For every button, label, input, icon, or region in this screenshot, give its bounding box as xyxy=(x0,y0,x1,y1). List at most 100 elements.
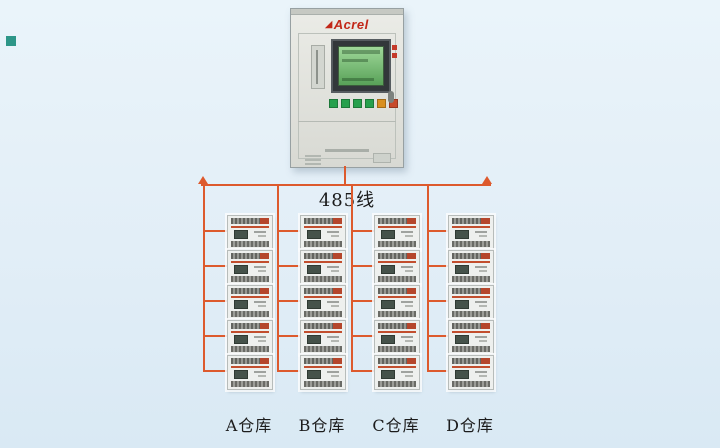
meter-terminals-top xyxy=(231,358,269,364)
bus-stub-line xyxy=(427,230,448,232)
meter-device xyxy=(448,250,494,285)
bus-stub-line xyxy=(277,370,300,372)
meter-device xyxy=(227,320,273,355)
meter-detail-line xyxy=(405,375,413,377)
meter-terminal-red xyxy=(260,288,269,294)
meter-terminal-red xyxy=(407,358,416,364)
meter-terminals-top xyxy=(378,253,416,259)
meter-accent-stripe xyxy=(452,226,490,228)
meter-device xyxy=(227,285,273,320)
meter-detail-line xyxy=(327,371,339,373)
meter-accent-stripe xyxy=(304,331,342,333)
meter-terminal-red xyxy=(481,323,490,329)
meter-terminal-red xyxy=(481,358,490,364)
bus-stub-line xyxy=(351,230,374,232)
bus-arrow-left xyxy=(198,176,208,184)
meter-device xyxy=(374,215,420,250)
meter-detail-line xyxy=(254,301,266,303)
bus-stub-line xyxy=(277,230,300,232)
cabinet-top-trim xyxy=(291,9,403,15)
acrel-logo-icon: ◢ xyxy=(325,19,333,29)
meter-terminals-top xyxy=(378,358,416,364)
meter-accent-stripe xyxy=(231,366,269,368)
warehouse-label-b: B仓库 xyxy=(298,416,346,435)
cabinet-button-light xyxy=(365,99,374,108)
bus-stub-line xyxy=(351,335,374,337)
meter-accent-stripe xyxy=(231,226,269,228)
bus-stub-line xyxy=(351,300,374,302)
meter-terminal-red xyxy=(333,358,342,364)
meter-terminals-bottom xyxy=(452,276,490,282)
meter-terminals-top xyxy=(378,288,416,294)
meter-device xyxy=(374,355,420,390)
meter-terminals-bottom xyxy=(231,241,269,247)
meter-lcd xyxy=(381,370,395,379)
meter-accent-stripe xyxy=(452,366,490,368)
meter-accent-stripe xyxy=(231,296,269,298)
meter-accent-stripe xyxy=(378,331,416,333)
meter-terminals-bottom xyxy=(304,276,342,282)
meter-terminals-top xyxy=(304,323,342,329)
meter-lcd xyxy=(307,265,321,274)
meter-terminals-bottom xyxy=(231,276,269,282)
meter-detail-line xyxy=(401,371,413,373)
meter-terminals-top xyxy=(304,218,342,224)
meter-terminals-top xyxy=(452,358,490,364)
meter-detail-line xyxy=(479,375,487,377)
brand-text: Acrel xyxy=(333,17,369,32)
meter-lcd xyxy=(381,300,395,309)
meter-terminals-top xyxy=(452,218,490,224)
cabinet-button-light xyxy=(329,99,338,108)
meter-terminals-bottom xyxy=(378,381,416,387)
meter-accent-stripe xyxy=(231,331,269,333)
meter-detail-line xyxy=(475,266,487,268)
meter-accent-stripe xyxy=(378,261,416,263)
meter-terminals-bottom xyxy=(378,276,416,282)
bus-stub-line xyxy=(427,370,448,372)
bus-arrow-right xyxy=(482,176,492,184)
bus-label-485: 485线 xyxy=(318,190,376,211)
bus-drop-line xyxy=(427,184,429,372)
meter-accent-stripe xyxy=(378,366,416,368)
bus-stub-line xyxy=(203,230,227,232)
meter-detail-line xyxy=(258,340,266,342)
bus-stub-line xyxy=(203,335,227,337)
meter-device xyxy=(300,320,346,355)
cabinet-button-light xyxy=(353,99,362,108)
bus-stub-line xyxy=(427,300,448,302)
cabinet-lower-seam xyxy=(298,121,396,122)
meter-terminal-red xyxy=(407,218,416,224)
meter-detail-line xyxy=(331,235,339,237)
meter-terminals-top xyxy=(452,253,490,259)
meter-detail-line xyxy=(254,336,266,338)
cabinet-indicator-light xyxy=(392,53,397,58)
meter-detail-line xyxy=(475,371,487,373)
meter-terminal-red xyxy=(333,253,342,259)
meter-lcd xyxy=(455,265,469,274)
hmi-screen xyxy=(331,39,391,93)
meter-lcd xyxy=(234,370,248,379)
meter-lcd xyxy=(455,370,469,379)
meter-terminal-red xyxy=(481,288,490,294)
meter-terminals-bottom xyxy=(304,311,342,317)
meter-device xyxy=(374,250,420,285)
meter-terminals-bottom xyxy=(452,346,490,352)
meter-terminals-top xyxy=(304,253,342,259)
meter-terminals-bottom xyxy=(304,241,342,247)
meter-lcd xyxy=(234,335,248,344)
meter-accent-stripe xyxy=(231,261,269,263)
meter-detail-line xyxy=(401,231,413,233)
meter-device xyxy=(300,285,346,320)
meter-device xyxy=(300,250,346,285)
meter-accent-stripe xyxy=(452,331,490,333)
meter-detail-line xyxy=(331,305,339,307)
meter-detail-line xyxy=(405,270,413,272)
meter-accent-stripe xyxy=(304,261,342,263)
meter-accent-stripe xyxy=(304,296,342,298)
meter-lcd xyxy=(307,300,321,309)
cabinet-bus-link xyxy=(344,166,346,186)
cabinet-button-light xyxy=(377,99,386,108)
meter-lcd xyxy=(234,265,248,274)
bus-drop-line xyxy=(203,184,205,372)
meter-terminals-bottom xyxy=(452,241,490,247)
